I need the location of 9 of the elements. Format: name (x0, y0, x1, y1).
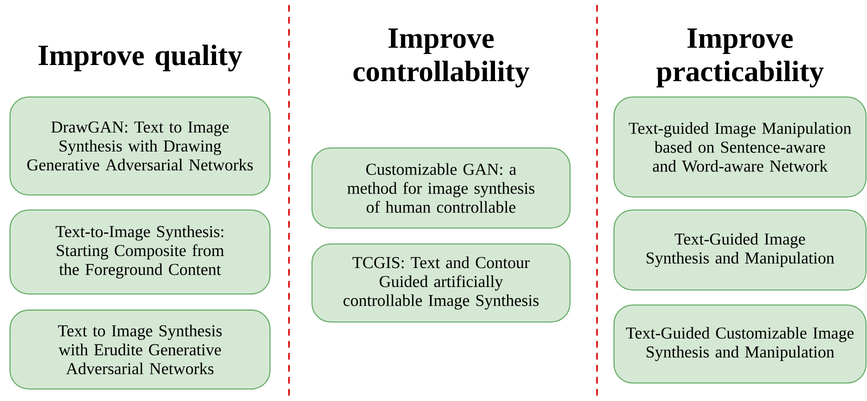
text-box: Text-guided Image Manipulation based on Sentence-aware and Word-aware Network (613, 96, 867, 198)
text-box: Text to Image Synthesis with Erudite Generative Adversarial Networks (9, 310, 271, 390)
text-box: Text-to-Image Synthesis: Starting Composite from the Foreground Content (9, 209, 271, 295)
column-heading: Improve controllability (353, 28, 530, 88)
text-box: Text-Guided Image Synthesis and Manipulation (613, 209, 867, 291)
text-box: Customizable GAN: a method for image synthesis of human controllable (311, 147, 571, 229)
text-box: DrawGAN: Text to Image Synthesis with Drawing Generative Adversarial Networks (9, 96, 271, 196)
text-box: TCGIS: Text and Contour Guided artificially controllable Image Synthesis (311, 243, 571, 323)
text-box: Text-Guided Customizable Image Synthesis and Manipulation (613, 304, 867, 384)
